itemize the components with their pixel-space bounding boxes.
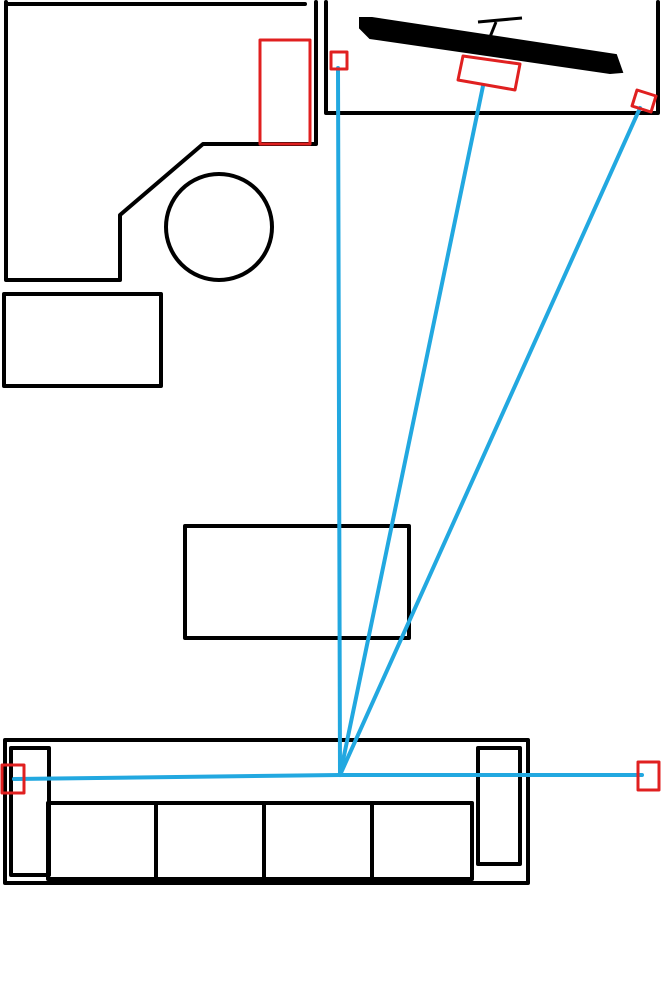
coffee-table — [183, 524, 411, 640]
line-to-front-left — [336, 66, 342, 777]
tv-stand-leg — [486, 21, 498, 43]
furniture-layer — [2, 0, 660, 885]
speaker-surround-right — [636, 760, 661, 792]
tv-screen — [359, 17, 624, 75]
sofa-armrest-left — [9, 746, 51, 877]
wall-left — [4, 0, 318, 282]
side-cabinet — [2, 292, 163, 388]
tv-cabinet — [324, 0, 660, 115]
speaker-layer — [0, 38, 661, 795]
line-to-center — [338, 84, 485, 777]
subwoofer — [258, 38, 312, 146]
tv — [359, 16, 624, 75]
round-table — [164, 172, 274, 282]
line-to-front-right — [338, 106, 642, 777]
sightline-layer — [12, 66, 644, 781]
tv-stand-bar — [477, 16, 523, 24]
sofa-armrest-right — [476, 746, 522, 866]
sofa — [3, 738, 530, 885]
line-surround-left — [12, 773, 342, 781]
speaker-center — [456, 54, 522, 92]
speaker-surround-left — [0, 763, 26, 795]
speaker-front-right — [630, 88, 658, 114]
speaker-front-left — [329, 50, 349, 71]
